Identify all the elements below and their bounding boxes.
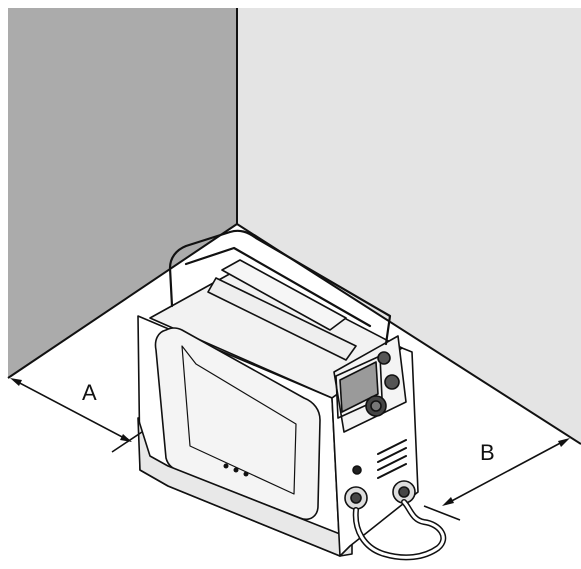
indicator-light bbox=[352, 465, 362, 475]
dimension-b-arrow-machine bbox=[442, 497, 454, 506]
right-wall bbox=[237, 8, 581, 444]
welding-cable-inner bbox=[354, 500, 445, 559]
label-b: B bbox=[480, 440, 495, 465]
welding-machine bbox=[137, 229, 447, 561]
side-dot-1 bbox=[223, 463, 229, 469]
label-a: A bbox=[82, 380, 97, 405]
side-cover-panel bbox=[154, 327, 321, 521]
dimension-b-extension bbox=[423, 505, 461, 521]
dimension-b bbox=[423, 438, 570, 521]
knob-middle bbox=[384, 374, 400, 390]
dimension-a-extension bbox=[111, 431, 143, 453]
side-dot-2 bbox=[233, 467, 239, 473]
dimension-b-line bbox=[445, 439, 567, 505]
handle-crossbar bbox=[221, 259, 347, 331]
dimension-a-line bbox=[13, 379, 129, 441]
side-dot-3 bbox=[243, 471, 249, 477]
knob-main-cap bbox=[370, 400, 382, 412]
room-walls bbox=[7, 8, 581, 445]
handle-grip bbox=[207, 277, 357, 361]
floor-edge-left bbox=[7, 223, 238, 379]
dimension-a bbox=[10, 378, 143, 453]
display-screen bbox=[339, 361, 379, 413]
ventilation-grille bbox=[377, 439, 407, 479]
dimension-a-arrow-wall bbox=[10, 378, 22, 386]
machine-base bbox=[137, 417, 353, 557]
socket-left-inner bbox=[350, 492, 362, 504]
carry-handle bbox=[168, 229, 392, 346]
left-wall bbox=[8, 8, 237, 378]
knob-top bbox=[377, 351, 391, 365]
dimension-b-arrow-wall bbox=[558, 438, 570, 447]
side-cover-inner bbox=[181, 345, 297, 495]
socket-right-inner bbox=[398, 486, 410, 498]
